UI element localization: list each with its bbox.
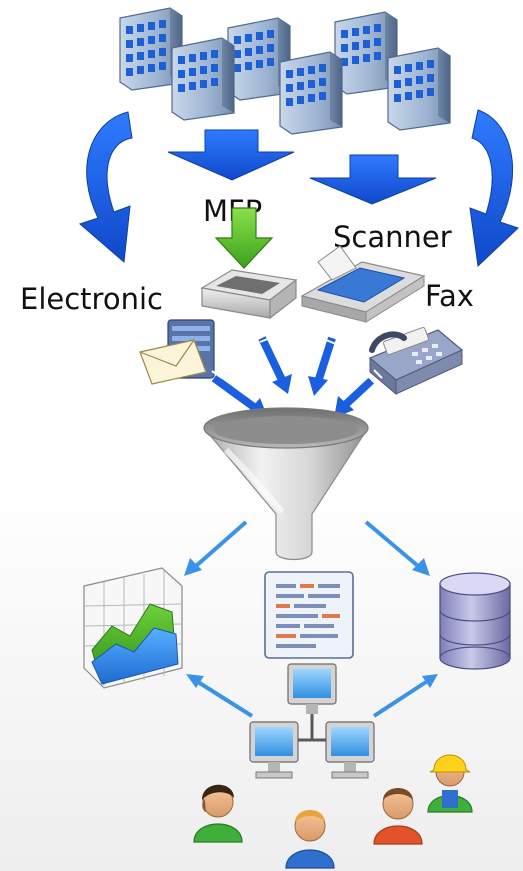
user-icon-3 bbox=[373, 788, 423, 845]
funnel-icon bbox=[203, 407, 369, 561]
user-icon-2 bbox=[285, 810, 335, 869]
arrow-mfp-to-funnel bbox=[258, 336, 292, 394]
curved-arrow-right bbox=[469, 109, 519, 268]
label-electronic: Electronic bbox=[20, 285, 163, 316]
fax-icon bbox=[368, 326, 464, 396]
user-icon-1 bbox=[193, 784, 243, 843]
chart-icon bbox=[83, 567, 183, 689]
mfp-icon bbox=[200, 207, 298, 320]
monitor-left bbox=[249, 721, 299, 779]
down-arrow-scanner bbox=[309, 154, 437, 205]
label-scanner: Scanner bbox=[333, 223, 452, 254]
monitor-top bbox=[287, 663, 337, 714]
arrow-network-to-chart bbox=[186, 674, 254, 718]
user-icon-4 bbox=[427, 754, 473, 813]
arrow-network-to-database bbox=[372, 674, 438, 718]
input-arrows bbox=[211, 329, 383, 418]
monitor-right bbox=[325, 721, 375, 779]
buildings-icon bbox=[119, 7, 451, 135]
email-icon bbox=[139, 319, 215, 385]
output-arrows bbox=[184, 520, 438, 718]
arrow-funnel-to-chart bbox=[184, 520, 248, 576]
scanner-icon bbox=[300, 245, 426, 323]
label-fax: Fax bbox=[425, 282, 474, 313]
database-icon bbox=[439, 572, 511, 670]
arrow-funnel-to-database bbox=[364, 520, 430, 576]
document-icon bbox=[264, 571, 354, 659]
network-icon bbox=[249, 663, 375, 779]
curved-arrow-left bbox=[79, 111, 133, 264]
arrow-scanner-to-funnel bbox=[308, 336, 336, 396]
down-arrow-mfp bbox=[167, 129, 295, 181]
